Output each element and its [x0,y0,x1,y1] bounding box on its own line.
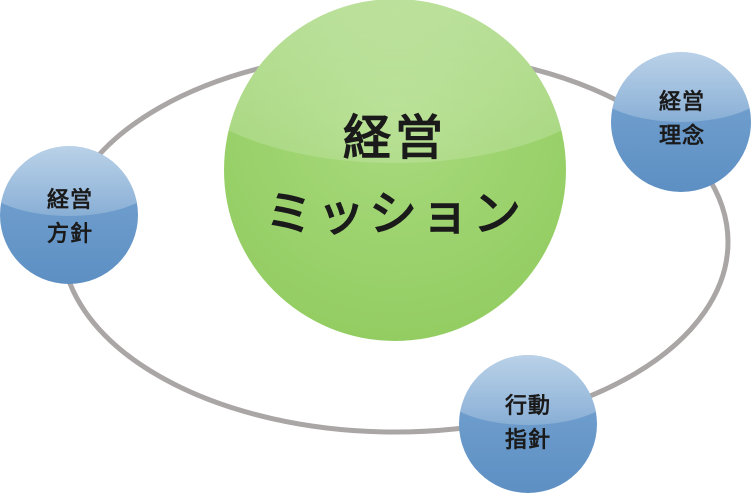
satellite-label-right-line2: 理念 [658,124,705,149]
satellite-label-right-line1: 経営 [658,90,705,115]
center-label-line2: ミッション [264,186,525,242]
center-label: 経営 ミッション [224,100,566,252]
satellite-label-left: 経営 方針 [0,184,140,252]
satellite-label-left-line1: 経営 [46,188,93,213]
satellite-label-bottom-line2: 指針 [504,428,551,453]
satellite-label-left-line2: 方針 [46,222,93,247]
satellite-label-bottom-line1: 行動 [504,394,551,419]
satellite-label-bottom: 行動 指針 [458,390,598,458]
center-label-line1: 経営 [342,110,447,166]
satellite-label-right: 経営 理念 [612,86,752,154]
